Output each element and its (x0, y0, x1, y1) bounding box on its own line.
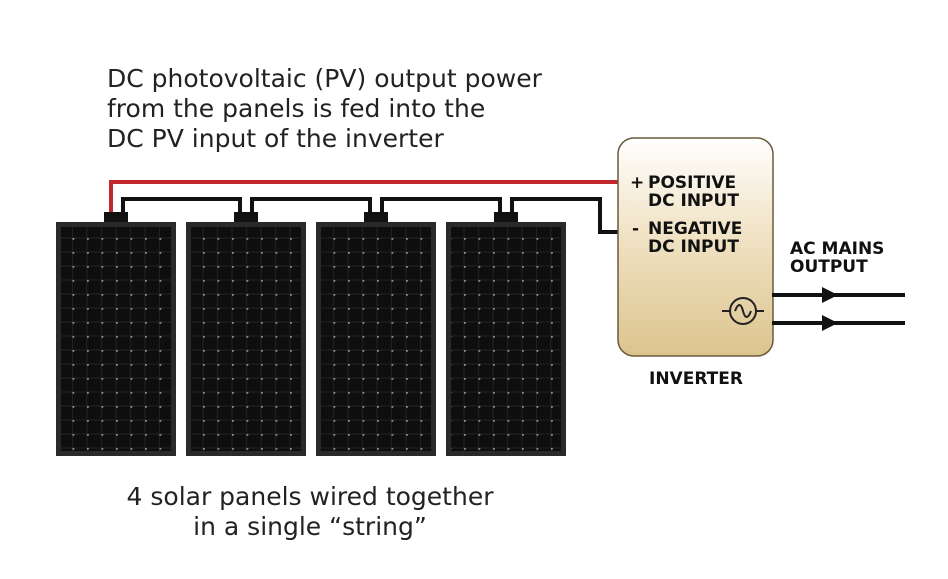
junction-box-1 (104, 212, 128, 222)
arrow-right-icon (822, 315, 838, 331)
top-caption-line: DC PV input of the inverter (107, 124, 444, 153)
positive-dc-input-label: POSITIVE DC INPUT (648, 174, 739, 210)
ac-label-line: AC MAINS (790, 239, 885, 259)
negative-label-line: NEGATIVE (648, 219, 743, 239)
solar-panel-1 (56, 222, 176, 456)
positive-wire (109, 180, 620, 214)
bottom-caption: 4 solar panels wired together in a singl… (80, 482, 540, 542)
ac-sine-icon (722, 297, 764, 325)
arrow-right-icon (822, 287, 838, 303)
top-caption-line: from the panels is fed into the (107, 94, 486, 123)
junction-box-3 (364, 212, 388, 222)
positive-label-line: DC INPUT (648, 191, 739, 211)
bottom-caption-line: 4 solar panels wired together (126, 482, 494, 511)
series-wire-2-3 (250, 197, 372, 214)
bottom-caption-line: in a single “string” (193, 512, 427, 541)
positive-label-line: POSITIVE (648, 173, 737, 193)
negative-wire (510, 197, 622, 234)
solar-panel-2 (186, 222, 306, 456)
junction-box-2 (234, 212, 258, 222)
top-caption-line: DC photovoltaic (PV) output power (107, 64, 542, 93)
series-wire-3-4 (380, 197, 502, 214)
series-wire-1-2 (121, 197, 242, 214)
ac-mains-output-label: AC MAINS OUTPUT (790, 240, 884, 276)
inverter-title: INVERTER (649, 369, 743, 389)
solar-panel-3 (316, 222, 436, 456)
top-caption: DC photovoltaic (PV) output power from t… (107, 64, 627, 154)
negative-sign: - (632, 219, 640, 239)
ac-label-line: OUTPUT (790, 257, 868, 277)
positive-sign: + (630, 173, 645, 193)
junction-box-4 (494, 212, 518, 222)
negative-dc-input-label: NEGATIVE DC INPUT (648, 220, 742, 256)
ac-output-lines (772, 287, 905, 331)
solar-panel-4 (446, 222, 566, 456)
negative-label-line: DC INPUT (648, 237, 739, 257)
